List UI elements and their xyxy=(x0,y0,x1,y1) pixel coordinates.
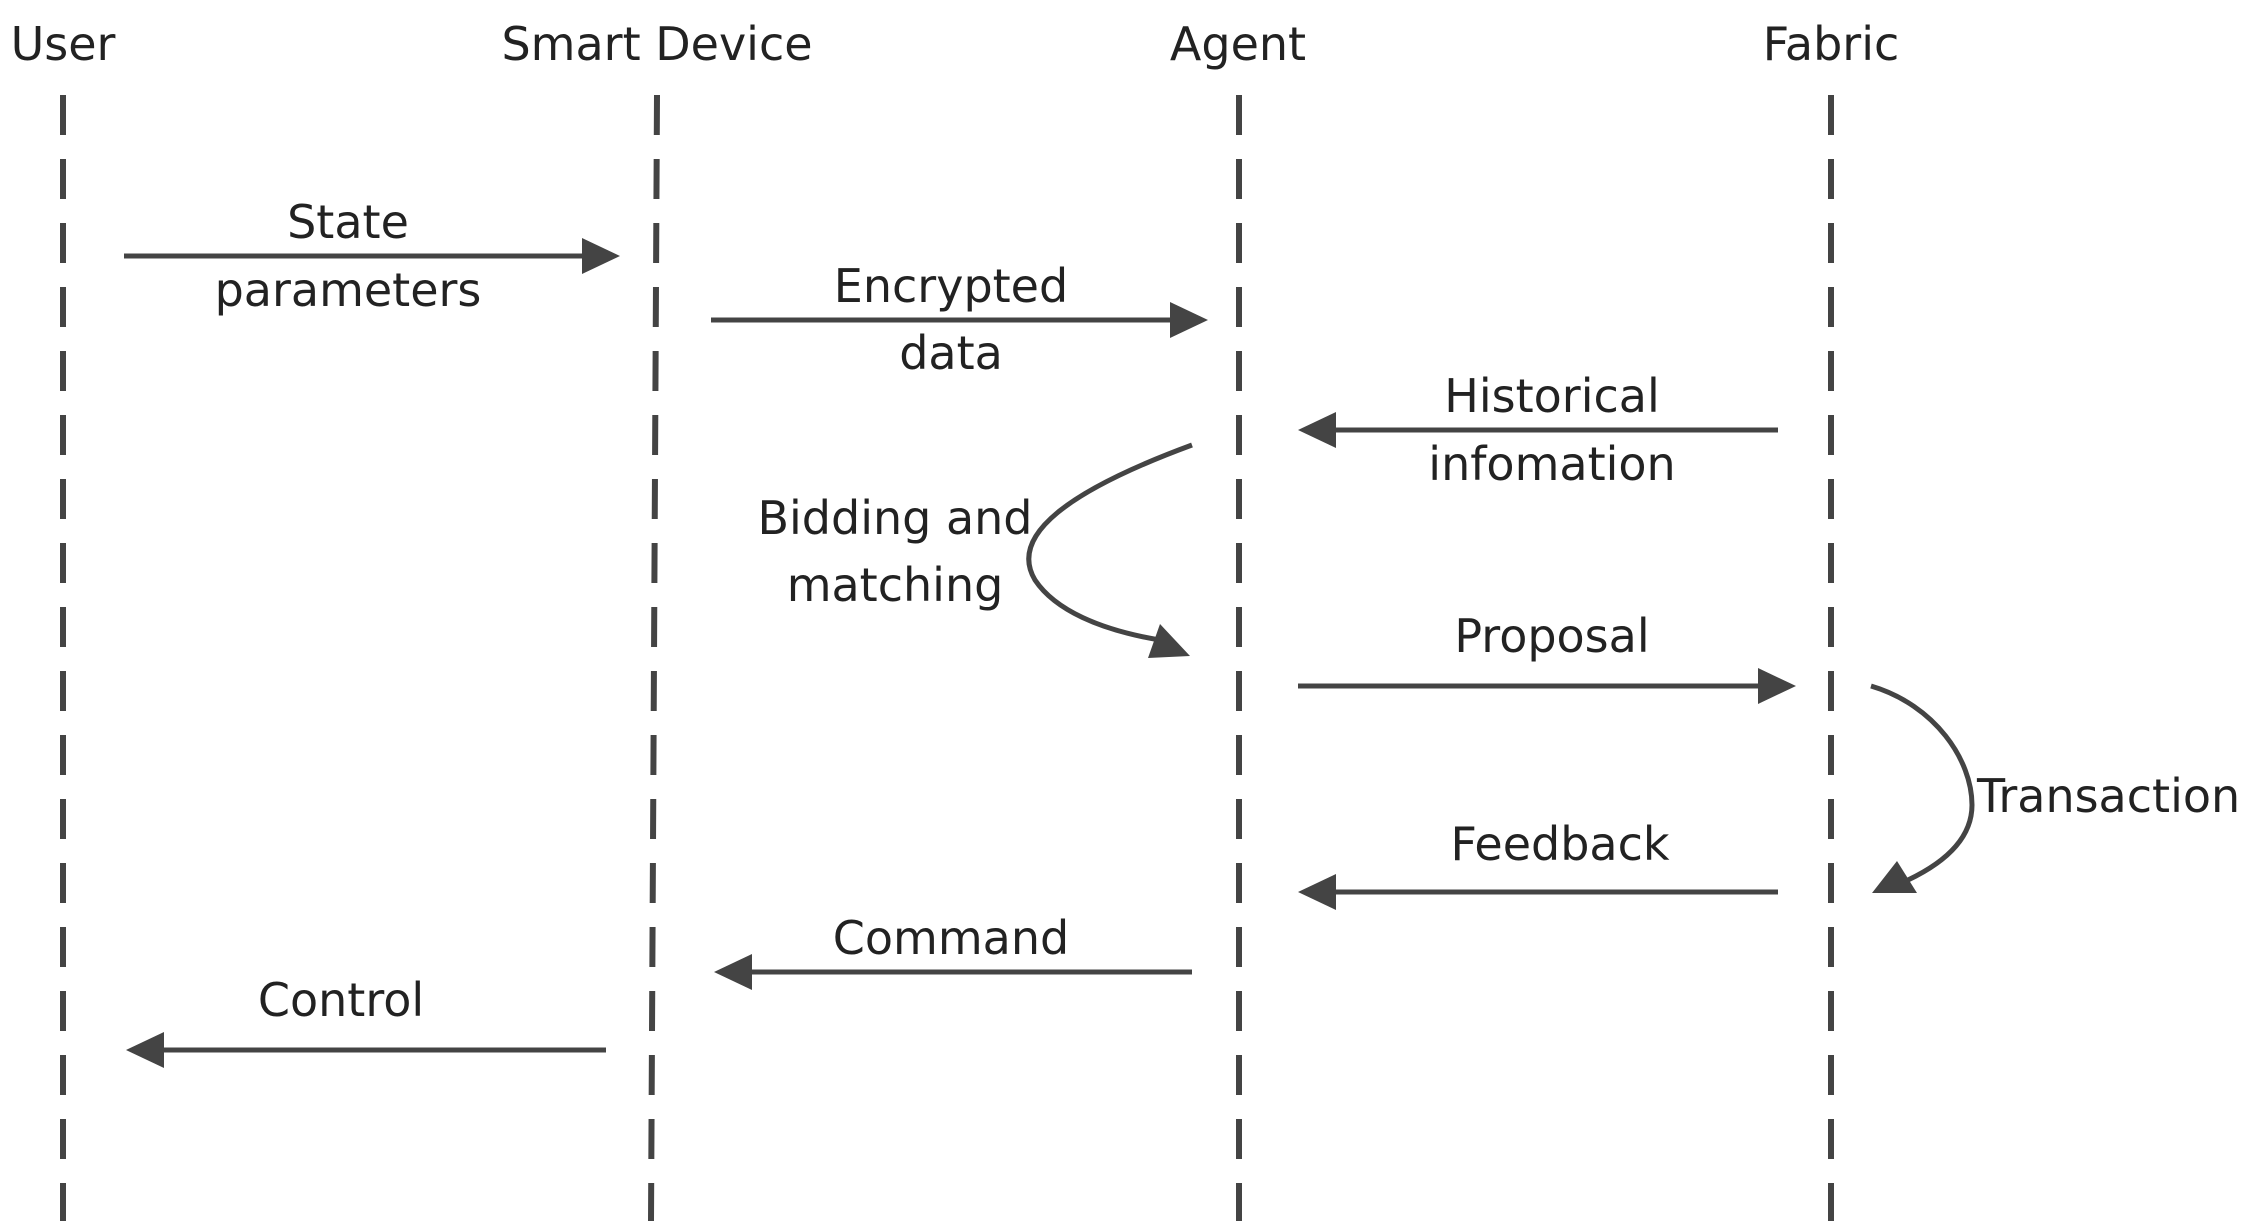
arrowhead-left xyxy=(714,954,752,990)
lifeline-title-user: User xyxy=(11,17,116,71)
message-control: Control xyxy=(126,973,606,1068)
message-label-line: data xyxy=(899,326,1003,380)
message-label-line: Proposal xyxy=(1454,609,1649,663)
message-label-line: Historical xyxy=(1444,369,1659,423)
self-message-bidding-and-matching: Bidding and matching xyxy=(757,442,1193,658)
self-message-transaction: Transaction xyxy=(1870,683,2240,893)
arrowhead-down-right xyxy=(1148,624,1190,658)
arrowhead-left xyxy=(1298,874,1336,910)
message-label-line: State xyxy=(287,195,409,249)
lifeline-title-fabric: Fabric xyxy=(1763,17,1900,71)
arrowhead-left xyxy=(126,1032,164,1068)
message-proposal: Proposal xyxy=(1298,609,1796,704)
lifeline-title-smart-device: Smart Device xyxy=(501,17,812,71)
message-encrypted-data: Encrypted data xyxy=(711,259,1208,380)
arrowhead-right xyxy=(1170,302,1208,338)
message-label-line: Encrypted xyxy=(834,259,1068,313)
message-label-line: Feedback xyxy=(1450,817,1669,871)
arrowhead-left xyxy=(1298,412,1336,448)
message-command: Command xyxy=(714,911,1192,990)
self-message-curve xyxy=(1026,442,1193,643)
arrowhead-down-left xyxy=(1872,861,1917,893)
message-label-line: matching xyxy=(787,558,1004,612)
lifeline-smart-device xyxy=(648,94,660,1221)
message-label-line: parameters xyxy=(215,263,482,317)
message-label-line: Bidding and xyxy=(757,491,1032,545)
message-state-parameters: State parameters xyxy=(124,195,620,317)
message-label-line: Control xyxy=(258,973,424,1027)
message-historical-information: Historical infomation xyxy=(1298,369,1778,491)
message-label-line: Transaction xyxy=(1976,769,2240,823)
lifeline-title-agent: Agent xyxy=(1170,17,1306,71)
message-label-line: Command xyxy=(833,911,1069,965)
self-message-curve xyxy=(1870,683,1975,883)
message-label-line: infomation xyxy=(1428,437,1675,491)
arrowhead-right xyxy=(582,238,620,274)
arrowhead-right xyxy=(1758,668,1796,704)
message-feedback: Feedback xyxy=(1298,817,1778,910)
